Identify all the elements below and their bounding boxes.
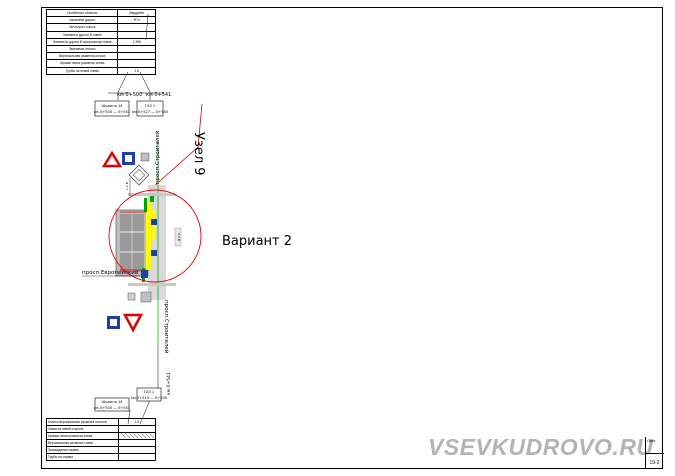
bottom-km-label: км 0+541 [166,372,172,395]
table-row: Вертикальная разметка откоса [45,52,156,61]
table-row: Вертикальная разметка слева [46,439,157,447]
node-label: Узел 9 [191,132,206,176]
svg-text:Узел 9: Узел 9 [191,132,206,176]
header-leader-lines [108,13,164,100]
footer-leader-lines [127,345,159,425]
small-grey-sign-bottom-left [127,292,136,301]
node-leader-line [151,103,203,189]
warning-triangle-bottom [122,313,144,333]
warning-triangle-top [101,150,123,168]
svg-text:км 0+500 — 0+541: км 0+500 — 0+541 [94,406,130,410]
svg-text:Ширина 14: Ширина 14 [101,104,123,108]
blue-sign-bottom [107,316,120,329]
divider [646,453,664,454]
table-row: Трубы на справа [46,453,157,461]
parking-sign-bottom [151,250,157,256]
svg-text:км 0+541: км 0+541 [146,92,171,98]
table-row: Знаки на левой стороне [46,425,157,433]
svg-text:км 0+510 — 0+530: км 0+510 — 0+530 [131,396,168,400]
priority-road-sign [128,164,150,186]
sheet-title-box: Лист 19-2 [645,437,664,469]
right-dimension-box: 0.2 В [174,227,182,247]
dimension-line-top: 1.2 В [125,178,131,196]
node-circle [108,189,202,283]
table-row: Элементы дороги В плане [45,30,156,39]
km-mark-left: км 0+500 [117,92,142,98]
svg-text:ГАЗ 1: ГАЗ 1 [145,104,155,108]
svg-text:0.2 В: 0.2 В [177,233,181,241]
callout-top-right: ГАЗ 1 км 0+527 — 0+585 [132,100,168,117]
variant-label: Вариант 2 [222,234,293,249]
svg-text:км 0+500: км 0+500 [117,92,142,98]
callout-top-left: Ширина 14 км 0+500 — 0+541 [94,100,130,117]
table-row: Заграждения справа [46,446,157,454]
street-label-bottom: просп.Строителей [163,300,170,354]
svg-text:просп.Строителей: просп.Строителей [163,300,170,354]
table-row: Кромки левая разметки слева [46,432,157,440]
table-row: Земляные откосы [45,44,156,54]
svg-text:Ширина 14: Ширина 14 [101,400,123,404]
watermark: VSEVKUDROVO.RU [428,434,654,460]
approach-top [128,193,176,196]
street-label-left: просп.Европейский [82,269,140,277]
parking-marker-bottom [141,270,148,278]
svg-text:км 0+527 — 0+585: км 0+527 — 0+585 [132,110,168,114]
sheet-number: 19-2 [649,460,660,466]
callout-bottom-right: ГАЗ 1 км 0+510 — 0+530 [131,387,168,402]
small-grey-sign-bottom [140,291,152,303]
street-label-top: просп.Строителей [154,130,161,184]
blue-sign-top [122,152,135,165]
approach-bottom [128,283,176,286]
km-mark-right: км 0+541 [146,92,171,98]
drawing-frame [41,7,663,469]
svg-text:1.2 В: 1.2 В [125,182,129,190]
callout-bottom-left: Ширина 14 км 0+500 — 0+541 [94,397,130,412]
parking-area [115,209,149,277]
small-grey-sign-top [140,152,150,162]
sheet-label: Лист [647,438,656,443]
svg-text:просп.Европейский: просп.Европейский [82,269,139,276]
svg-text:ГАЗ 1: ГАЗ 1 [144,390,154,394]
svg-text:км 0+500 — 0+541: км 0+500 — 0+541 [94,110,130,114]
svg-text:просп.Строителей: просп.Строителей [154,130,161,184]
parking-sign-top [151,219,157,225]
svg-text:км 0+541: км 0+541 [166,372,172,395]
